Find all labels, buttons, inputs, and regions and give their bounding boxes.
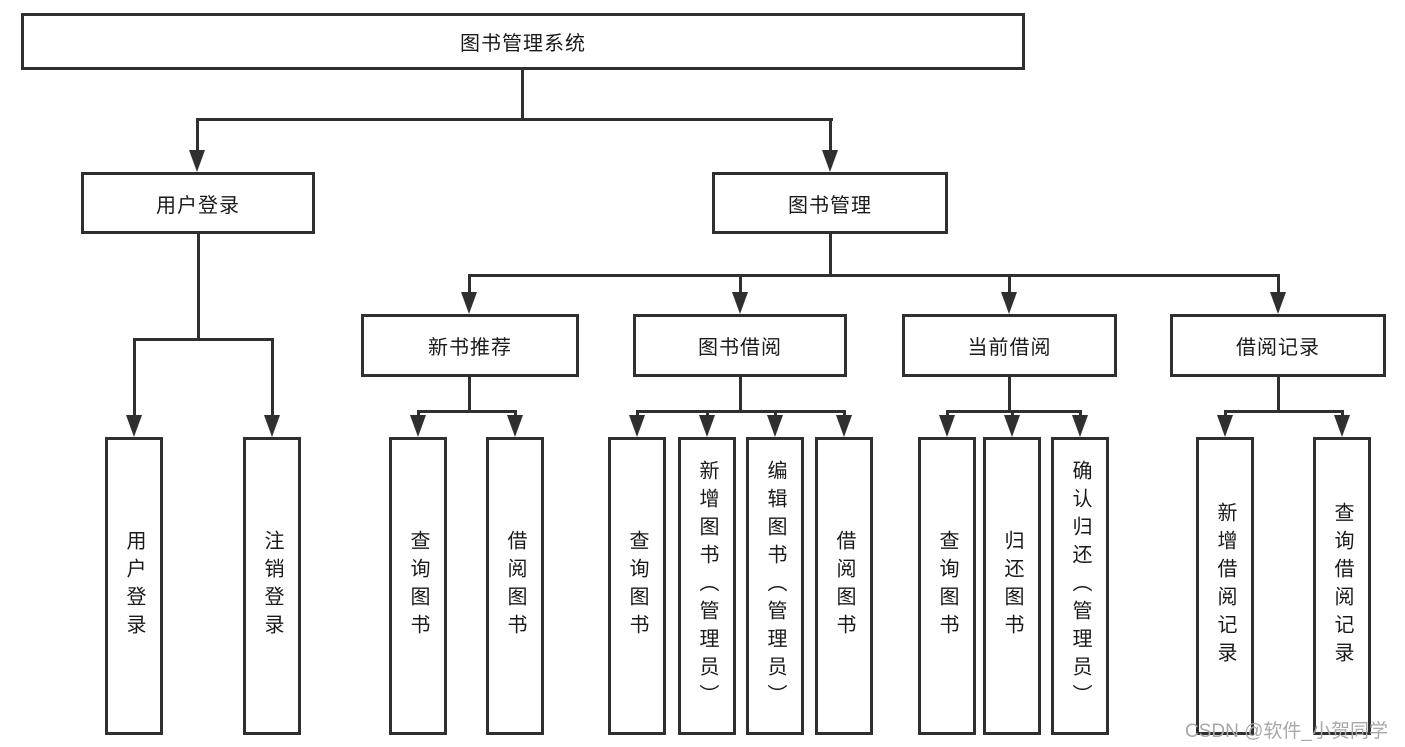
arrow-down-icon bbox=[1001, 292, 1017, 314]
arrow-down-icon bbox=[1004, 415, 1020, 437]
connector-line bbox=[271, 338, 274, 417]
node-label: 借阅记录 bbox=[1236, 337, 1320, 359]
leaf-borrow-books-recommend: 借阅图书 bbox=[486, 437, 544, 735]
csdn-watermark: CSDN @软件_小贺同学 bbox=[1185, 721, 1388, 742]
arrow-down-icon bbox=[767, 415, 783, 437]
leaf-label: 查询图书 bbox=[936, 530, 958, 642]
leaf-label: 归还图书 bbox=[1001, 530, 1023, 642]
arrow-down-icon bbox=[264, 415, 280, 437]
arrow-down-icon bbox=[507, 415, 523, 437]
leaf-label: 新增图书（管理员） bbox=[696, 460, 718, 712]
leaf-query-books-recommend: 查询图书 bbox=[389, 437, 447, 735]
connector-line bbox=[829, 234, 832, 274]
arrow-down-icon bbox=[836, 415, 852, 437]
arrow-down-icon bbox=[629, 415, 645, 437]
connector-line bbox=[636, 410, 639, 418]
leaf-query-books-current: 查询图书 bbox=[918, 437, 976, 735]
connector-line bbox=[739, 274, 742, 296]
leaf-add-books-admin: 新增图书（管理员） bbox=[678, 437, 736, 735]
connector-line bbox=[417, 410, 517, 413]
arrow-down-icon bbox=[732, 292, 748, 314]
arrow-down-icon bbox=[410, 415, 426, 437]
leaf-edit-books-admin: 编辑图书（管理员） bbox=[746, 437, 804, 735]
connector-line bbox=[636, 410, 846, 413]
connector-line bbox=[1277, 274, 1280, 296]
leaf-label: 用户登录 bbox=[123, 530, 145, 642]
arrow-down-icon bbox=[189, 150, 205, 172]
arrow-down-icon bbox=[126, 415, 142, 437]
arrow-down-icon bbox=[1217, 415, 1233, 437]
connector-line bbox=[133, 338, 274, 341]
leaf-label: 查询图书 bbox=[626, 530, 648, 642]
node-label: 图书借阅 bbox=[698, 337, 782, 359]
arrow-down-icon bbox=[699, 415, 715, 437]
leaf-borrow-books: 借阅图书 bbox=[815, 437, 873, 735]
connector-line bbox=[1224, 410, 1227, 418]
node-book-management: 图书管理 bbox=[712, 172, 948, 234]
leaf-confirm-return-admin: 确认归还（管理员） bbox=[1051, 437, 1109, 735]
leaf-label: 编辑图书（管理员） bbox=[764, 460, 786, 712]
connector-line bbox=[133, 338, 136, 417]
leaf-label: 借阅图书 bbox=[504, 530, 526, 642]
leaf-user-login: 用户登录 bbox=[105, 437, 163, 735]
node-new-book-recommend: 新书推荐 bbox=[361, 314, 579, 377]
connector-line bbox=[1008, 274, 1011, 296]
node-label: 图书管理系统 bbox=[460, 33, 586, 55]
leaf-query-books-borrowing: 查询图书 bbox=[608, 437, 666, 735]
leaf-return-books: 归还图书 bbox=[983, 437, 1041, 735]
connector-line bbox=[196, 118, 833, 121]
node-current-borrowing: 当前借阅 bbox=[902, 314, 1117, 377]
leaf-label: 查询借阅记录 bbox=[1331, 502, 1353, 670]
leaf-logout: 注销登录 bbox=[243, 437, 301, 735]
connector-line bbox=[706, 410, 709, 418]
connector-line bbox=[946, 410, 1082, 413]
node-label: 新书推荐 bbox=[428, 337, 512, 359]
connector-line bbox=[468, 274, 1280, 277]
node-library-management-system: 图书管理系统 bbox=[21, 13, 1025, 70]
connector-line bbox=[196, 118, 199, 152]
node-label: 用户登录 bbox=[156, 194, 240, 217]
connector-line bbox=[514, 410, 517, 418]
leaf-add-borrow-record: 新增借阅记录 bbox=[1196, 437, 1254, 735]
arrow-down-icon bbox=[822, 150, 838, 172]
connector-line bbox=[1079, 410, 1082, 418]
leaf-label: 查询图书 bbox=[407, 530, 429, 642]
connector-line bbox=[521, 70, 524, 118]
node-label: 当前借阅 bbox=[967, 337, 1052, 359]
connector-line bbox=[197, 234, 200, 338]
connector-line bbox=[1008, 377, 1011, 410]
connector-line bbox=[1224, 410, 1344, 413]
arrow-down-icon bbox=[1334, 415, 1350, 437]
connector-line bbox=[946, 410, 949, 418]
connector-line bbox=[468, 274, 471, 296]
arrow-down-icon bbox=[1072, 415, 1088, 437]
arrow-down-icon bbox=[461, 292, 477, 314]
leaf-label: 确认归还（管理员） bbox=[1069, 460, 1091, 712]
node-user-login: 用户登录 bbox=[81, 172, 315, 234]
leaf-label: 借阅图书 bbox=[833, 530, 855, 642]
node-label: 图书管理 bbox=[788, 194, 872, 217]
node-borrowing-records: 借阅记录 bbox=[1170, 314, 1386, 377]
connector-line bbox=[829, 118, 832, 152]
connector-line bbox=[843, 410, 846, 418]
connector-line bbox=[1277, 377, 1280, 410]
leaf-label: 新增借阅记录 bbox=[1214, 502, 1236, 670]
connector-line bbox=[417, 410, 420, 418]
connector-line bbox=[1011, 410, 1014, 418]
connector-line bbox=[739, 377, 742, 410]
connector-line bbox=[468, 377, 471, 410]
leaf-query-borrow-record: 查询借阅记录 bbox=[1313, 437, 1371, 735]
leaf-label: 注销登录 bbox=[261, 530, 283, 642]
connector-line bbox=[1341, 410, 1344, 418]
arrow-down-icon bbox=[939, 415, 955, 437]
connector-line bbox=[774, 410, 777, 418]
arrow-down-icon bbox=[1270, 292, 1286, 314]
node-book-borrowing: 图书借阅 bbox=[633, 314, 847, 377]
